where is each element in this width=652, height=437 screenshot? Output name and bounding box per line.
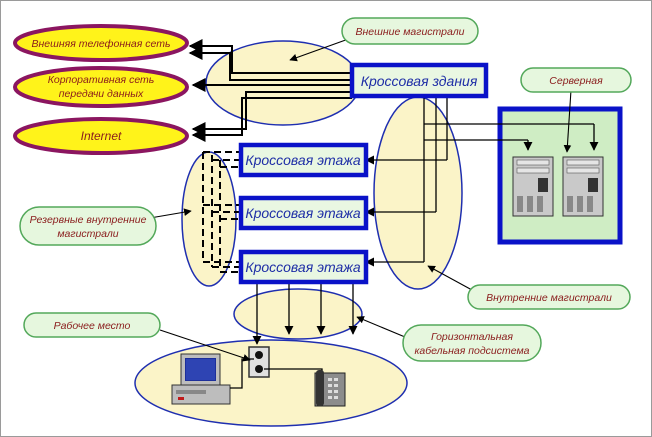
callout-internal-trunks: Внутренние магистрали [467, 284, 631, 310]
callout-server-room: Серверная [520, 67, 632, 93]
floor-cross-connect-2[interactable]: Кроссовая этажа [238, 195, 369, 231]
desktop-computer-icon[interactable] [171, 353, 231, 405]
corporate-network-label-1: Корпоративная сеть [48, 74, 155, 86]
building-cross-label: Кроссовая здания [361, 73, 478, 89]
server-tower-icon [562, 156, 604, 217]
building-cross-connect[interactable]: Кроссовая здания [349, 62, 489, 99]
phone-network-label: Внешняя телефонная сеть [31, 38, 170, 50]
server-tower-icon [512, 156, 554, 217]
reserve-trunks-label-2: магистрали [57, 228, 118, 240]
zone-internal-trunks [373, 96, 463, 290]
external-trunks-label: Внешние магистрали [356, 26, 465, 38]
server-2[interactable] [562, 156, 604, 217]
server-1[interactable] [512, 156, 554, 217]
internal-trunks-label: Внутренние магистрали [486, 292, 612, 304]
callout-external-trunks: Внешние магистрали [341, 17, 479, 45]
corporate-network-label-2: передачи данных [59, 88, 144, 100]
zone-horizontal [233, 288, 363, 340]
callout-horizontal-subsystem: Горизонтальная кабельная подсистема [402, 324, 542, 362]
floor-cross-label: Кроссовая этажа [245, 259, 361, 275]
callout-workplace: Рабочее место [23, 312, 161, 338]
internal-trunk-lines [365, 97, 599, 267]
floor-cross-connect-1[interactable]: Кроссовая этажа [238, 142, 369, 178]
server-room-label: Серверная [549, 75, 603, 87]
horizontal-subsystem-label-2: кабельная подсистема [414, 345, 529, 357]
workplace-label: Рабочее место [54, 320, 131, 332]
telephone-icon[interactable] [314, 370, 346, 407]
horizontal-cable-lines [252, 280, 358, 345]
wall-outlet-icon[interactable] [248, 346, 270, 378]
callout-reserve-trunks: Резервные внутренние магистрали [19, 206, 157, 246]
external-trunk-lines [188, 39, 352, 142]
internet-label: Internet [81, 129, 122, 143]
reserve-trunk-lines [202, 151, 241, 273]
floor-cross-label: Кроссовая этажа [245, 205, 361, 221]
external-network-internet[interactable]: Internet [13, 117, 189, 155]
external-network-phone[interactable]: Внешняя телефонная сеть [13, 24, 189, 62]
callout-pointers [149, 36, 572, 362]
zone-workplace [134, 339, 408, 427]
horizontal-subsystem-label-1: Горизонтальная [431, 331, 513, 343]
floor-cross-label: Кроссовая этажа [245, 152, 361, 168]
floor-cross-connect-3[interactable]: Кроссовая этажа [238, 249, 369, 285]
zone-reserve-trunks [181, 151, 237, 287]
external-network-corporate[interactable]: Корпоративная сеть передачи данных [13, 66, 189, 108]
reserve-trunks-label-1: Резервные внутренние [30, 214, 147, 226]
